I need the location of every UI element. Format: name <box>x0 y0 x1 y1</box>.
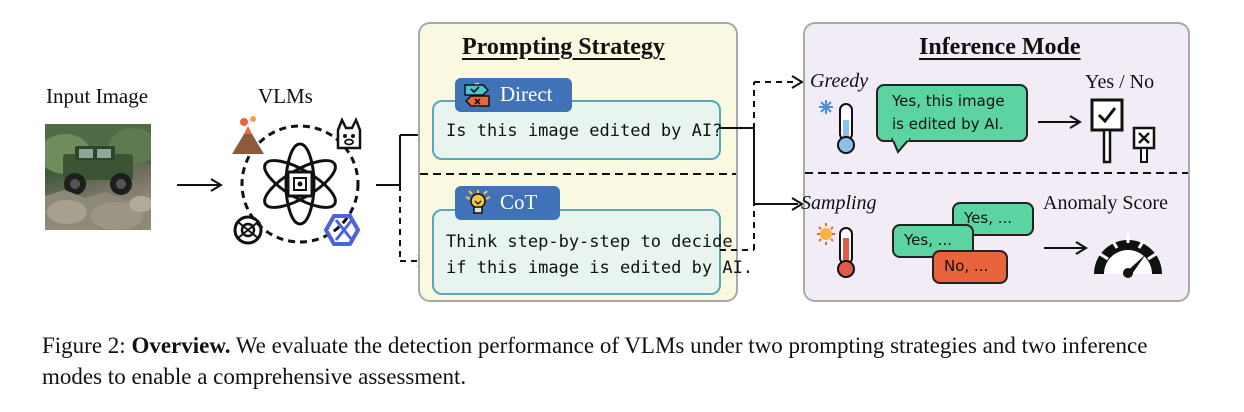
vlms-label: VLMs <box>258 84 313 108</box>
cold-thermometer-icon <box>819 100 855 154</box>
check-sign-icon <box>1090 98 1124 164</box>
greedy-response-line-2: is edited by AI. <box>892 115 1004 133</box>
greedy-response-bubble: Yes, this image is edited by AI. <box>876 84 1028 142</box>
caption-figure-number: Figure 2: <box>42 333 132 358</box>
cot-prompt-box <box>432 209 721 295</box>
sampling-response-bubble-1: Yes, ... <box>952 202 1034 236</box>
anomaly-score-label: Anomaly Score <box>1043 192 1168 214</box>
hot-thermometer-icon <box>817 223 855 278</box>
jeep-photo <box>45 124 151 230</box>
inference-mode-title: Inference Mode <box>919 34 1081 60</box>
cross-sign-icon <box>1132 126 1156 163</box>
input-image <box>45 124 151 230</box>
inference-divider <box>805 172 1188 174</box>
arrow-to-yes-no <box>1038 115 1082 129</box>
sampling-response-bubble-3: No, ... <box>932 250 1008 284</box>
caption-bold-title: Overview. <box>131 333 231 358</box>
gauge-icon <box>1094 234 1162 278</box>
yes-no-label: Yes / No <box>1085 71 1155 93</box>
caption-text: We evaluate the detection performance of… <box>42 333 1148 389</box>
sampling-label: Sampling <box>801 192 877 214</box>
prompting-strategy-title: Prompting Strategy <box>462 34 665 60</box>
cot-tag: CoT <box>455 186 560 220</box>
signpost-icon <box>464 83 490 107</box>
llama-icon <box>336 116 362 150</box>
prompt-divider <box>420 173 736 175</box>
direct-tag: Direct <box>455 78 572 112</box>
direct-tag-label: Direct <box>500 82 553 106</box>
arrow-to-anomaly-score <box>1044 241 1088 255</box>
figure-caption: Figure 2: Overview. We evaluate the dete… <box>42 330 1212 392</box>
atom-chip-icon <box>263 142 337 226</box>
openai-icon <box>233 215 263 245</box>
vlms-cluster <box>232 116 362 246</box>
greedy-response-line-1: Yes, this image <box>892 92 1005 110</box>
sampling-response-bubble-2: Yes, ... <box>892 224 974 258</box>
greedy-label: Greedy <box>810 70 869 92</box>
cot-prompt-line-2: if this image is edited by AI. <box>446 258 754 278</box>
input-image-label: Input Image <box>46 84 149 108</box>
lightbulb-icon <box>465 190 491 214</box>
greedy-bubble-tail <box>891 138 911 154</box>
cot-prompt-line-1: Think step-by-step to decide <box>446 232 733 252</box>
prompt-to-inference-connectors <box>720 75 804 251</box>
volcano-icon <box>232 116 264 154</box>
arrow-to-vlms <box>177 178 223 192</box>
brand-star-icon <box>323 214 361 246</box>
yes-no-signs <box>1090 98 1156 164</box>
direct-prompt-text: Is this image edited by AI? <box>446 121 723 141</box>
cot-tag-label: CoT <box>500 190 538 214</box>
